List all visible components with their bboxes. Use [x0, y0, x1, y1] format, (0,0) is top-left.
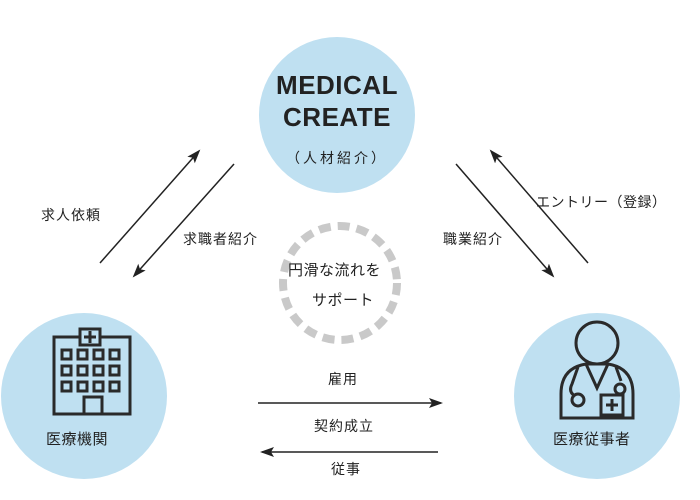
label-job-intro: 職業紹介 [443, 232, 503, 248]
doctor-icon [559, 320, 635, 420]
medical-worker-node [514, 313, 680, 479]
arrow-job-intro [455, 163, 555, 278]
support-text-line1: 円滑な流れを [288, 261, 382, 279]
label-work: 従事 [331, 462, 361, 478]
medical-create-node [259, 37, 415, 193]
label-hire: 雇用 [328, 372, 358, 388]
medical-worker-label: 医療従事者 [553, 430, 631, 448]
arrow-request [99, 149, 201, 264]
arrow-candidate-intro [132, 163, 235, 278]
hospital-icon [52, 327, 132, 416]
brand-name-line1: MEDICAL [276, 70, 398, 100]
brand-subtitle: （人材紹介） [286, 151, 388, 167]
label-contract: 契約成立 [314, 419, 374, 435]
dashed-ring [279, 222, 401, 344]
arrow-entry [489, 149, 589, 264]
support-text-line2: サポート [312, 291, 375, 309]
label-entry: エントリー（登録） [536, 195, 667, 211]
brand-name-line2: CREATE [283, 102, 391, 132]
label-candidate-intro: 求職者紹介 [183, 232, 258, 248]
label-request: 求人依頼 [41, 208, 101, 224]
medical-institution-label: 医療機関 [46, 430, 109, 448]
